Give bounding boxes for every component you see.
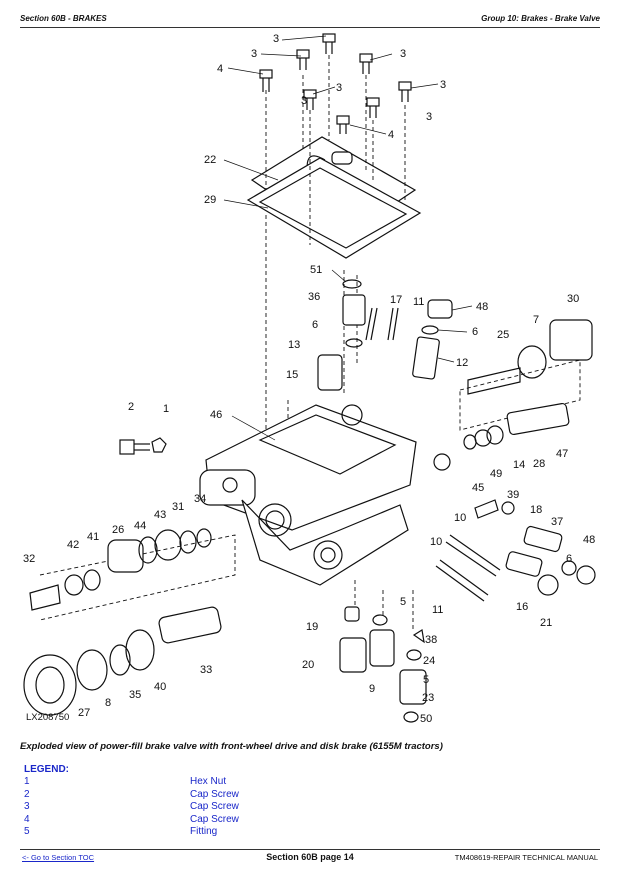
- svg-text:37: 37: [551, 516, 563, 528]
- svg-text:14: 14: [513, 459, 525, 471]
- svg-text:4: 4: [217, 63, 223, 75]
- footer-divider: [20, 849, 600, 850]
- svg-text:48: 48: [583, 534, 595, 546]
- svg-text:6: 6: [472, 326, 478, 338]
- manual-id: TM408619-REPAIR TECHNICAL MANUAL: [454, 853, 598, 862]
- legend-item: 1 Hex Nut: [24, 776, 239, 789]
- svg-text:21: 21: [540, 617, 552, 629]
- svg-text:32: 32: [23, 553, 35, 565]
- svg-text:16: 16: [516, 601, 528, 613]
- section-toc-link[interactable]: <- Go to Section TOC: [22, 853, 95, 862]
- svg-text:10: 10: [454, 512, 466, 524]
- svg-text:3: 3: [251, 48, 257, 60]
- svg-text:22: 22: [204, 154, 216, 166]
- svg-text:7: 7: [533, 314, 539, 326]
- svg-text:10: 10: [430, 536, 442, 548]
- legend-item-text: Hex Nut: [190, 776, 227, 787]
- svg-text:9: 9: [369, 683, 375, 695]
- svg-text:12: 12: [456, 357, 468, 369]
- svg-text:36: 36: [308, 291, 320, 303]
- svg-text:3: 3: [273, 33, 279, 45]
- svg-text:48: 48: [476, 301, 488, 313]
- svg-text:41: 41: [87, 531, 99, 543]
- legend: LEGEND: 1 Hex Nut 2 Cap Screw 3 Cap Scre…: [24, 764, 239, 839]
- svg-text:47: 47: [556, 448, 568, 460]
- cap-screws: [259, 33, 412, 134]
- svg-text:49: 49: [490, 468, 502, 480]
- svg-text:33: 33: [200, 664, 212, 676]
- svg-text:38: 38: [425, 634, 437, 646]
- svg-text:46: 46: [210, 409, 222, 421]
- svg-text:3: 3: [426, 111, 432, 123]
- header-divider: [20, 27, 600, 28]
- section-title: Section 60B - BRAKES: [20, 14, 107, 23]
- legend-item-number: 2: [24, 788, 30, 800]
- svg-text:23: 23: [422, 692, 434, 704]
- figure-id: LX208750: [26, 712, 69, 723]
- legend-item-text: Fitting: [190, 826, 218, 837]
- svg-text:15: 15: [286, 369, 298, 381]
- legend-item: 2 Cap Screw: [24, 789, 239, 802]
- legend-item-number: 4: [24, 813, 30, 825]
- svg-text:43: 43: [154, 509, 166, 521]
- legend-item: 4 Cap Screw: [24, 814, 239, 827]
- svg-text:44: 44: [134, 520, 146, 532]
- svg-text:31: 31: [172, 501, 184, 513]
- svg-text:11: 11: [413, 296, 424, 308]
- page-header: Section 60B - BRAKES Group 10: Brakes - …: [0, 0, 620, 30]
- svg-text:34: 34: [194, 493, 206, 505]
- svg-text:40: 40: [154, 681, 166, 693]
- svg-text:42: 42: [67, 539, 79, 551]
- svg-text:51: 51: [310, 264, 322, 276]
- legend-item: 5 Fitting: [24, 826, 239, 839]
- svg-text:5: 5: [400, 596, 406, 608]
- svg-text:13: 13: [288, 339, 300, 351]
- svg-text:20: 20: [302, 659, 314, 671]
- svg-text:18: 18: [530, 504, 542, 516]
- svg-text:5: 5: [423, 674, 429, 686]
- svg-text:26: 26: [112, 524, 124, 536]
- svg-text:25: 25: [497, 329, 509, 341]
- legend-item-number: 5: [24, 826, 30, 837]
- svg-text:17: 17: [390, 294, 402, 306]
- svg-text:2: 2: [128, 401, 134, 413]
- group-title: Group 10: Brakes - Brake Valve: [481, 14, 600, 23]
- svg-text:8: 8: [105, 697, 111, 709]
- svg-text:28: 28: [533, 458, 545, 470]
- svg-text:39: 39: [507, 489, 519, 501]
- gasket: [246, 157, 422, 259]
- svg-text:6: 6: [312, 319, 318, 331]
- figure-caption: Exploded view of power-fill brake valve …: [20, 741, 443, 752]
- svg-text:3: 3: [336, 82, 342, 94]
- svg-text:3: 3: [440, 79, 446, 91]
- svg-text:4: 4: [388, 129, 394, 141]
- svg-text:29: 29: [204, 194, 216, 206]
- svg-text:3: 3: [301, 95, 307, 107]
- legend-item-number: 1: [24, 776, 30, 787]
- svg-text:1: 1: [163, 403, 169, 415]
- svg-text:27: 27: [78, 707, 90, 719]
- valve-housing: [199, 404, 417, 586]
- svg-text:35: 35: [129, 689, 141, 701]
- svg-text:11: 11: [432, 604, 443, 616]
- legend-item-text: Cap Screw: [190, 801, 239, 812]
- legend-item-text: Cap Screw: [190, 813, 239, 825]
- svg-text:50: 50: [420, 713, 432, 725]
- svg-text:6: 6: [566, 553, 572, 565]
- legend-item-text: Cap Screw: [190, 788, 239, 800]
- svg-text:45: 45: [472, 482, 484, 494]
- page-number: Section 60B page 14: [266, 852, 354, 862]
- svg-text:30: 30: [567, 293, 579, 305]
- legend-item: 3 Cap Screw: [24, 801, 239, 814]
- svg-text:3: 3: [400, 48, 406, 60]
- svg-text:19: 19: [306, 621, 318, 633]
- legend-title: LEGEND:: [24, 764, 69, 775]
- legend-item-number: 3: [24, 801, 30, 812]
- svg-text:24: 24: [423, 655, 435, 667]
